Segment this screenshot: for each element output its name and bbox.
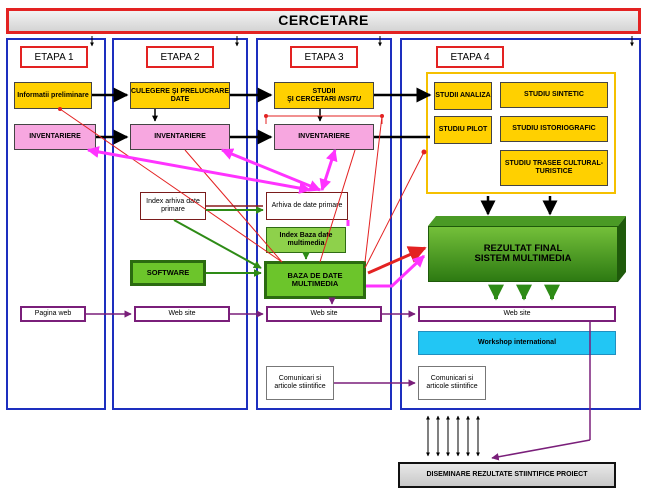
web-site-box-4: Web site	[418, 306, 616, 322]
inventariere-box-1: INVENTARIERE	[14, 124, 96, 150]
inventariere-box-3: INVENTARIERE	[274, 124, 374, 150]
index-arhiva-box: Index arhiva date primare	[140, 192, 206, 220]
comunicari-box-3: Comunicari si articole stiintifice	[266, 366, 334, 400]
web-site-box-3: Web site	[266, 306, 382, 322]
pagina-web-box: Pagina web	[20, 306, 86, 322]
index-baza-box: Index Baza date multimedia	[266, 227, 346, 253]
studiu-trasee-box: STUDIU TRASEE CULTURAL-TURISTICE	[500, 150, 608, 186]
diseminare-box: DISEMINARE REZULTATE STIINTIFICE PROIECT	[398, 462, 616, 488]
inventariere-box-2: INVENTARIERE	[130, 124, 230, 150]
studii-cercetari-text: ŞI CERCETARI	[287, 95, 336, 103]
stage-label-2: ETAPA 2	[146, 46, 214, 68]
studiu-sintetic-box: STUDIU SINTETIC	[500, 82, 608, 108]
rezultat-final-box: REZULTAT FINAL SISTEM MULTIMEDIA	[428, 226, 618, 282]
software-box: SOFTWARE	[130, 260, 206, 286]
baza-date-box: BAZA DE DATE MULTIMEDIA	[264, 261, 366, 299]
studii-insitu-box: STUDII ŞI CERCETARI INSITU	[274, 82, 374, 109]
stage-label-4: ETAPA 4	[436, 46, 504, 68]
arhiva-date-box: Arhiva de date primare	[266, 192, 348, 220]
studii-line-1: STUDII	[312, 87, 336, 95]
stage-label-3: ETAPA 3	[290, 46, 358, 68]
studii-insitu-text: INSITU	[337, 95, 361, 103]
studiu-istoriografic-box: STUDIU ISTORIOGRAFIC	[500, 116, 608, 142]
comunicari-box-4: Comunicari si articole stiintifice	[418, 366, 486, 400]
culegere-date-box: CULEGERE ŞI PRELUCRARE DATE	[130, 82, 230, 109]
workshop-box: Workshop international	[418, 331, 616, 355]
studii-analiza-box: STUDII ANALIZA	[434, 82, 492, 110]
informatii-preliminare-box: Informatii preliminare	[14, 82, 92, 109]
studii-line-2: ŞI CERCETARI INSITU	[287, 96, 361, 104]
studiu-pilot-box: STUDIU PILOT	[434, 116, 492, 144]
web-site-box-2: Web site	[134, 306, 230, 322]
stage-label-1: ETAPA 1	[20, 46, 88, 68]
title-bar: CERCETARE	[6, 8, 641, 34]
